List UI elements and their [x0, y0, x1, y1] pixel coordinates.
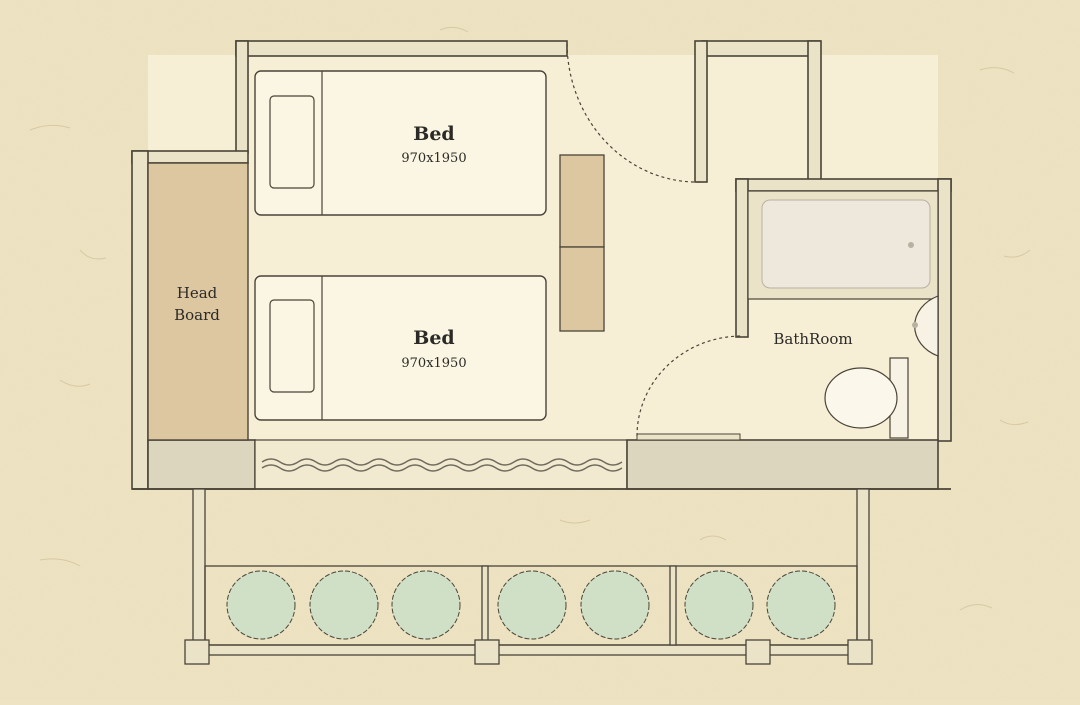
- bed-1-size: 970x1950: [401, 151, 466, 166]
- shrub-icon: [391, 570, 461, 640]
- bed-2-pillow: [269, 299, 315, 393]
- entrance-door-swing: [566, 43, 701, 183]
- shrub-icon: [226, 570, 296, 640]
- sink-bowl: [914, 295, 939, 357]
- sink: [912, 295, 939, 357]
- wall-bottom-right-block: [626, 439, 939, 490]
- window-sill-area: [254, 439, 628, 490]
- shrub-icon: [309, 570, 379, 640]
- wall-bottom-left-block: [147, 439, 256, 490]
- bed-2-frame: [254, 275, 547, 421]
- balcony-pillar-3: [745, 639, 771, 665]
- bathroom-door-swing: [636, 335, 743, 437]
- shrub-icon: [497, 570, 567, 640]
- wall-top-right: [701, 40, 821, 57]
- cabinet: [559, 154, 605, 332]
- wall-right-upper: [807, 40, 822, 182]
- wall-top-left: [235, 40, 568, 57]
- bed-2: Bed 970x1950: [254, 275, 547, 421]
- sink-drain-icon: [912, 322, 918, 328]
- balcony-pillar-4: [847, 639, 873, 665]
- balcony-planter-frame: [204, 565, 858, 646]
- bed-2-label: Bed: [413, 327, 454, 349]
- wall-bath-top: [735, 178, 952, 192]
- headboard-label-line2: Board: [174, 306, 220, 324]
- wall-door-jamb: [694, 40, 708, 183]
- wall-bath-right: [937, 178, 952, 442]
- wall-left: [131, 150, 149, 490]
- balcony-pillar-2: [474, 639, 500, 665]
- toilet-bowl: [824, 367, 898, 429]
- balcony-frame: [184, 488, 873, 665]
- bathroom-label: BathRoom: [773, 330, 852, 348]
- bed-1: Bed 970x1950: [254, 70, 547, 216]
- balcony-pillar-1: [184, 639, 210, 665]
- balcony-divider-1: [481, 565, 489, 646]
- headboard-label-line1: Head: [177, 284, 218, 302]
- bed-2-size: 970x1950: [401, 356, 466, 371]
- shrubs: [226, 570, 836, 640]
- curtain-icon: [261, 458, 623, 472]
- bed-1-frame: [254, 70, 547, 216]
- bathtub: [747, 190, 939, 300]
- balcony: [184, 488, 873, 665]
- shrub-icon: [684, 570, 754, 640]
- shrub-icon: [580, 570, 650, 640]
- wall-left-step: [131, 150, 249, 164]
- toilet: [824, 357, 909, 439]
- bed-1-pillow: [269, 95, 315, 189]
- balcony-post-right: [856, 488, 870, 648]
- cabinet-top: [559, 154, 605, 248]
- balcony-post-left: [192, 488, 206, 648]
- headboard-panel: [147, 162, 249, 441]
- bed-1-label: Bed: [413, 123, 454, 145]
- bath-door-threshold: [636, 433, 741, 441]
- shrub-icon: [766, 570, 836, 640]
- balcony-divider-2: [669, 565, 677, 646]
- bathtub-basin: [761, 199, 931, 289]
- cabinet-bottom: [559, 246, 605, 332]
- wall-left-upper: [235, 40, 249, 154]
- bathtub-drain-icon: [908, 242, 914, 248]
- wall-bath-left: [735, 178, 749, 338]
